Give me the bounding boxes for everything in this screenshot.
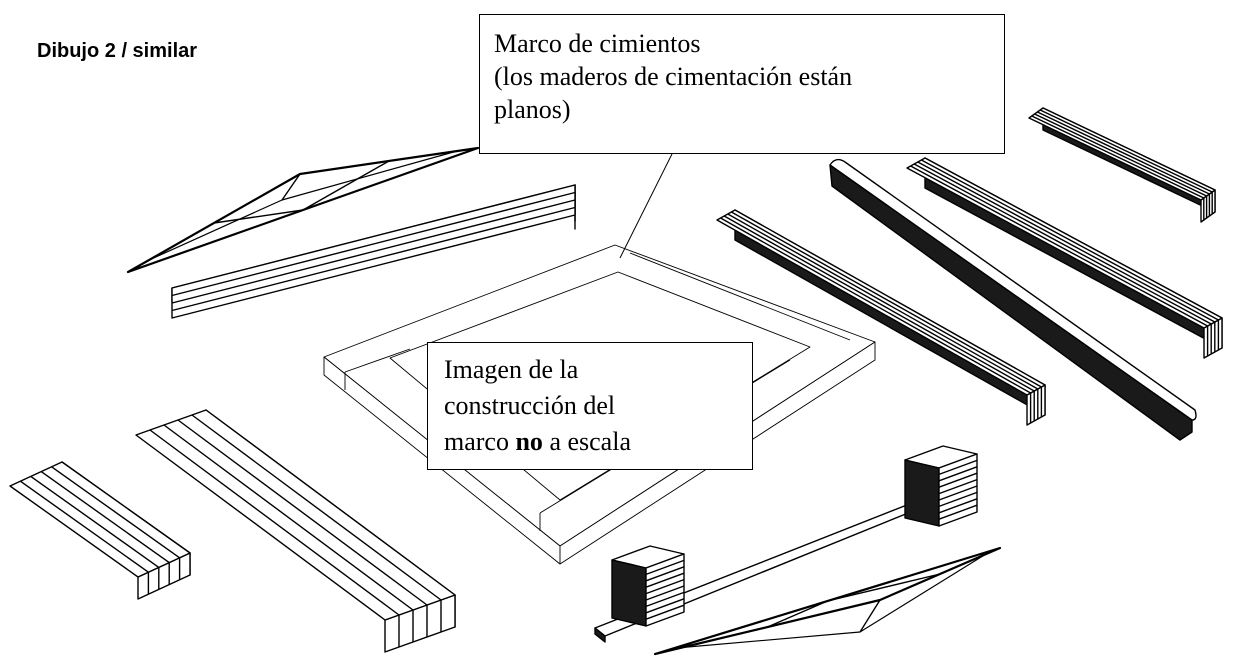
gable-top-left: [126, 146, 480, 274]
floor-panel-lower-left: [135, 409, 456, 653]
block-right: [904, 445, 978, 527]
callout-not-to-scale: Imagen de la construcción del marco no a…: [427, 342, 753, 470]
callout-foundation-frame: Marco de cimientos (los maderos de cimen…: [479, 14, 1005, 154]
gable-bottom: [653, 546, 1002, 656]
bar-with-blocks: [594, 445, 978, 643]
callout-scale-emphasis: no: [515, 427, 543, 456]
floor-panel-top-right-small: [1028, 107, 1216, 223]
callout-frame-line-3: planos): [494, 95, 571, 124]
floor-panel-center-right: [716, 209, 1046, 426]
leader-line-frame: [619, 153, 673, 259]
callout-scale-line-3: marco no a escala: [444, 424, 752, 460]
floor-panel-left-small: [9, 461, 191, 600]
round-beam: [829, 158, 1197, 441]
callout-scale-line-2: construcción del: [444, 391, 616, 420]
callout-scale-line-3-suffix: a escala: [542, 427, 631, 456]
callout-frame-line-1: Marco de cimientos: [494, 29, 701, 58]
block-left: [611, 545, 685, 627]
drawing-title: Dibujo 2 / similar: [37, 40, 198, 62]
callout-frame-line-2: (los maderos de cimentación están: [494, 62, 853, 91]
callout-scale-line-3-prefix: marco: [444, 427, 516, 456]
floor-panel-far-right: [906, 157, 1223, 359]
floor-panel-upper-left: [171, 184, 576, 319]
callout-scale-line-1: Imagen de la: [444, 355, 579, 384]
